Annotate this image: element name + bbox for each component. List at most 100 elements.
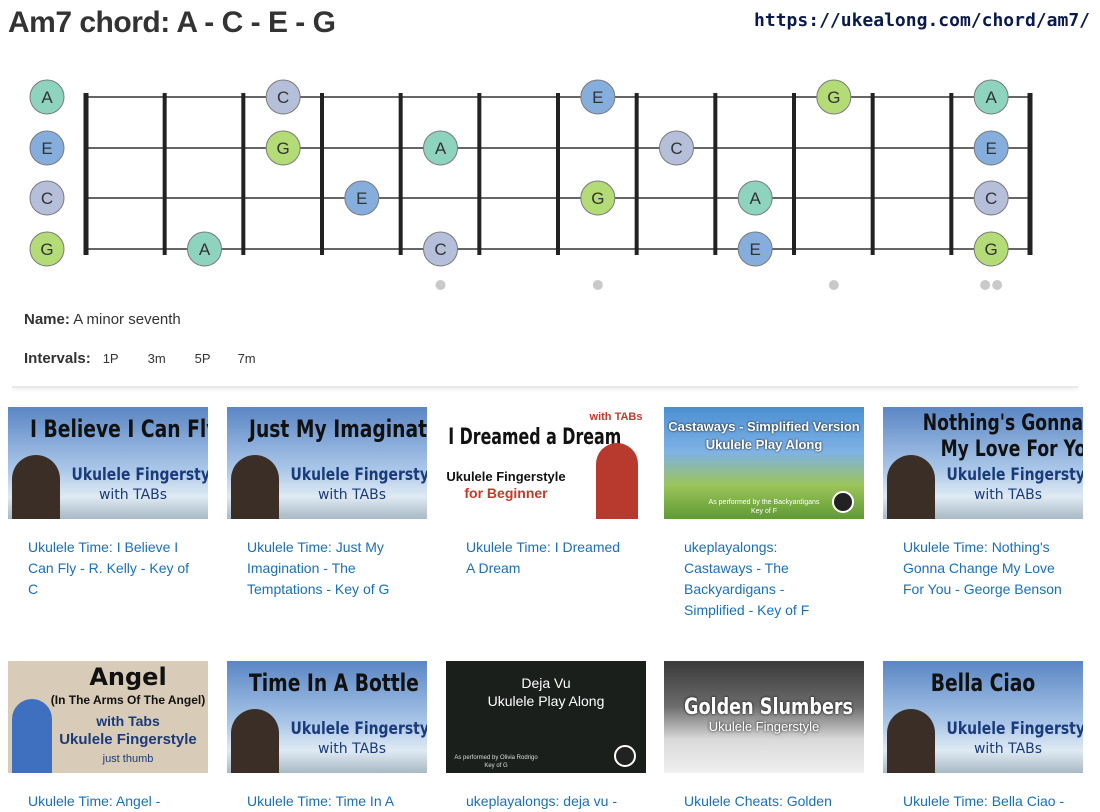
- thumbnail-subtitle: for Beginner: [464, 485, 548, 501]
- thumbnail-title: Castaways - Simplified Version: [668, 419, 860, 434]
- player-photo: [12, 699, 52, 773]
- player-photo: [12, 455, 60, 519]
- thumbnail-subtitle: (In The Arms Of The Angel): [50, 693, 206, 707]
- page-title: Am7 chord: A - C - E - G: [8, 6, 336, 39]
- fret-position-dot: [992, 280, 1003, 290]
- note-e-marker: [973, 130, 1009, 166]
- video-thumbnail[interactable]: Angel (In The Arms Of The Angel) with Tabs…: [8, 661, 208, 773]
- player-photo: [596, 443, 638, 519]
- thumbnail-title: Nothing's Gonna Change: [922, 411, 1083, 436]
- page-url-link[interactable]: https://ukealong.com/chord/am7/: [754, 10, 1090, 31]
- note-label: A: [985, 88, 997, 107]
- note-label: C: [670, 139, 682, 158]
- note-label: E: [41, 139, 52, 158]
- thumbnail-badge: with TABs: [589, 411, 643, 423]
- note-label: C: [985, 189, 997, 208]
- player-photo: [231, 709, 279, 773]
- note-label: E: [749, 240, 760, 259]
- note-a-marker: [29, 79, 65, 115]
- video-title-link[interactable]: Ukulele Time: Nothing's Gonna Change My …: [903, 539, 1062, 597]
- player-photo: [887, 455, 935, 519]
- video-card[interactable]: Just My ImaginationUkulele Fingerstyle wi…: [227, 407, 427, 600]
- player-photo: [231, 455, 279, 519]
- thumbnail-title: I Believe I Can Fly: [30, 415, 208, 443]
- note-g-marker: [580, 180, 616, 216]
- note-label: G: [985, 240, 998, 259]
- note-a-marker: [973, 79, 1009, 115]
- video-title-link[interactable]: ukeplayalongs: Castaways - The Backyardi…: [684, 539, 810, 618]
- video-thumbnail[interactable]: Just My ImaginationUkulele Fingerstyle wi…: [227, 407, 427, 519]
- note-a-marker: [423, 130, 458, 166]
- thumbnail-title: Just My Imagination: [249, 415, 427, 443]
- note-a-marker: [187, 231, 222, 267]
- note-label: C: [277, 88, 289, 107]
- video-title-link[interactable]: Ukulele Cheats: Golden: [684, 793, 832, 809]
- note-label: G: [591, 189, 604, 208]
- note-label: G: [277, 139, 290, 158]
- thumbnail-subtitle: Ukulele Fingerstyle: [71, 465, 209, 485]
- chord-name-row: Name: A minor seventh: [24, 311, 181, 328]
- thumbnail-subtitle: just thumb: [102, 753, 154, 765]
- thumbnail-title: My Love For You: [940, 437, 1083, 462]
- video-title-link[interactable]: Ukulele Time: Time In A: [247, 793, 395, 809]
- chord-name-label: Name:: [24, 311, 70, 328]
- thumbnail-subtitle: Ukulele Fingerstyle: [946, 719, 1084, 739]
- thumbnail-subtitle: Ukulele Fingerstyle: [446, 469, 566, 484]
- thumbnail-credit: As performed by Olivia Rodrigo: [454, 755, 538, 761]
- fret-position-dot: [435, 280, 446, 290]
- thumbnail-title: I Dreamed a Dream: [448, 425, 622, 450]
- note-label: A: [435, 139, 447, 158]
- thumbnail-title: Golden Slumbers: [684, 695, 854, 720]
- video-title-link[interactable]: ukeplayalongs: deja vu -: [466, 793, 617, 809]
- interval-item: 1P: [102, 351, 119, 366]
- thumbnail-title: Angel: [89, 663, 167, 691]
- note-c-marker: [973, 180, 1009, 216]
- player-photo: [887, 709, 935, 773]
- video-card[interactable]: Angel (In The Arms Of The Angel) with Tabs…: [8, 661, 208, 812]
- thumbnail-subtitle: with Tabs: [96, 713, 160, 729]
- note-label: G: [827, 88, 840, 107]
- note-label: E: [985, 139, 996, 158]
- note-c-marker: [659, 130, 694, 166]
- note-a-marker: [737, 180, 773, 216]
- thumbnail-subtitle: Ukulele Play Along: [487, 693, 605, 709]
- thumbnail-subtitle: Ukulele Play Along: [705, 437, 823, 452]
- interval-item: 5P: [194, 351, 211, 366]
- video-title-link[interactable]: Ukulele Time: Angel -: [28, 793, 161, 809]
- channel-logo-icon: [832, 491, 854, 513]
- thumbnail-subtitle: with TABs: [317, 487, 387, 503]
- thumbnail-credit: Key of F: [750, 508, 778, 515]
- video-title-link[interactable]: Ukulele Time: I Dreamed A Dream: [466, 539, 621, 576]
- video-title-link[interactable]: Ukulele Time: Just My Imagination - The …: [247, 539, 390, 597]
- note-c-marker: [265, 79, 301, 115]
- thumbnail-subtitle: Ukulele Fingerstyle: [59, 731, 197, 748]
- video-title-link[interactable]: Ukulele Time: I Believe I Can Fly - R. K…: [28, 539, 190, 597]
- thumbnail-subtitle: with TABs: [973, 741, 1043, 757]
- thumbnail-subtitle: with TABs: [973, 487, 1043, 503]
- thumbnail-subtitle: with TABs: [98, 487, 168, 503]
- thumbnail-title: Bella Ciao: [930, 669, 1036, 697]
- thumbnail-subtitle: Ukulele Fingerstyle: [290, 465, 428, 485]
- thumbnail-subtitle: Ukulele Fingerstyle: [708, 719, 820, 734]
- note-label: C: [41, 189, 53, 208]
- video-title-link[interactable]: Ukulele Time: Bella Ciao -: [903, 793, 1065, 809]
- interval-item: 3m: [147, 351, 166, 366]
